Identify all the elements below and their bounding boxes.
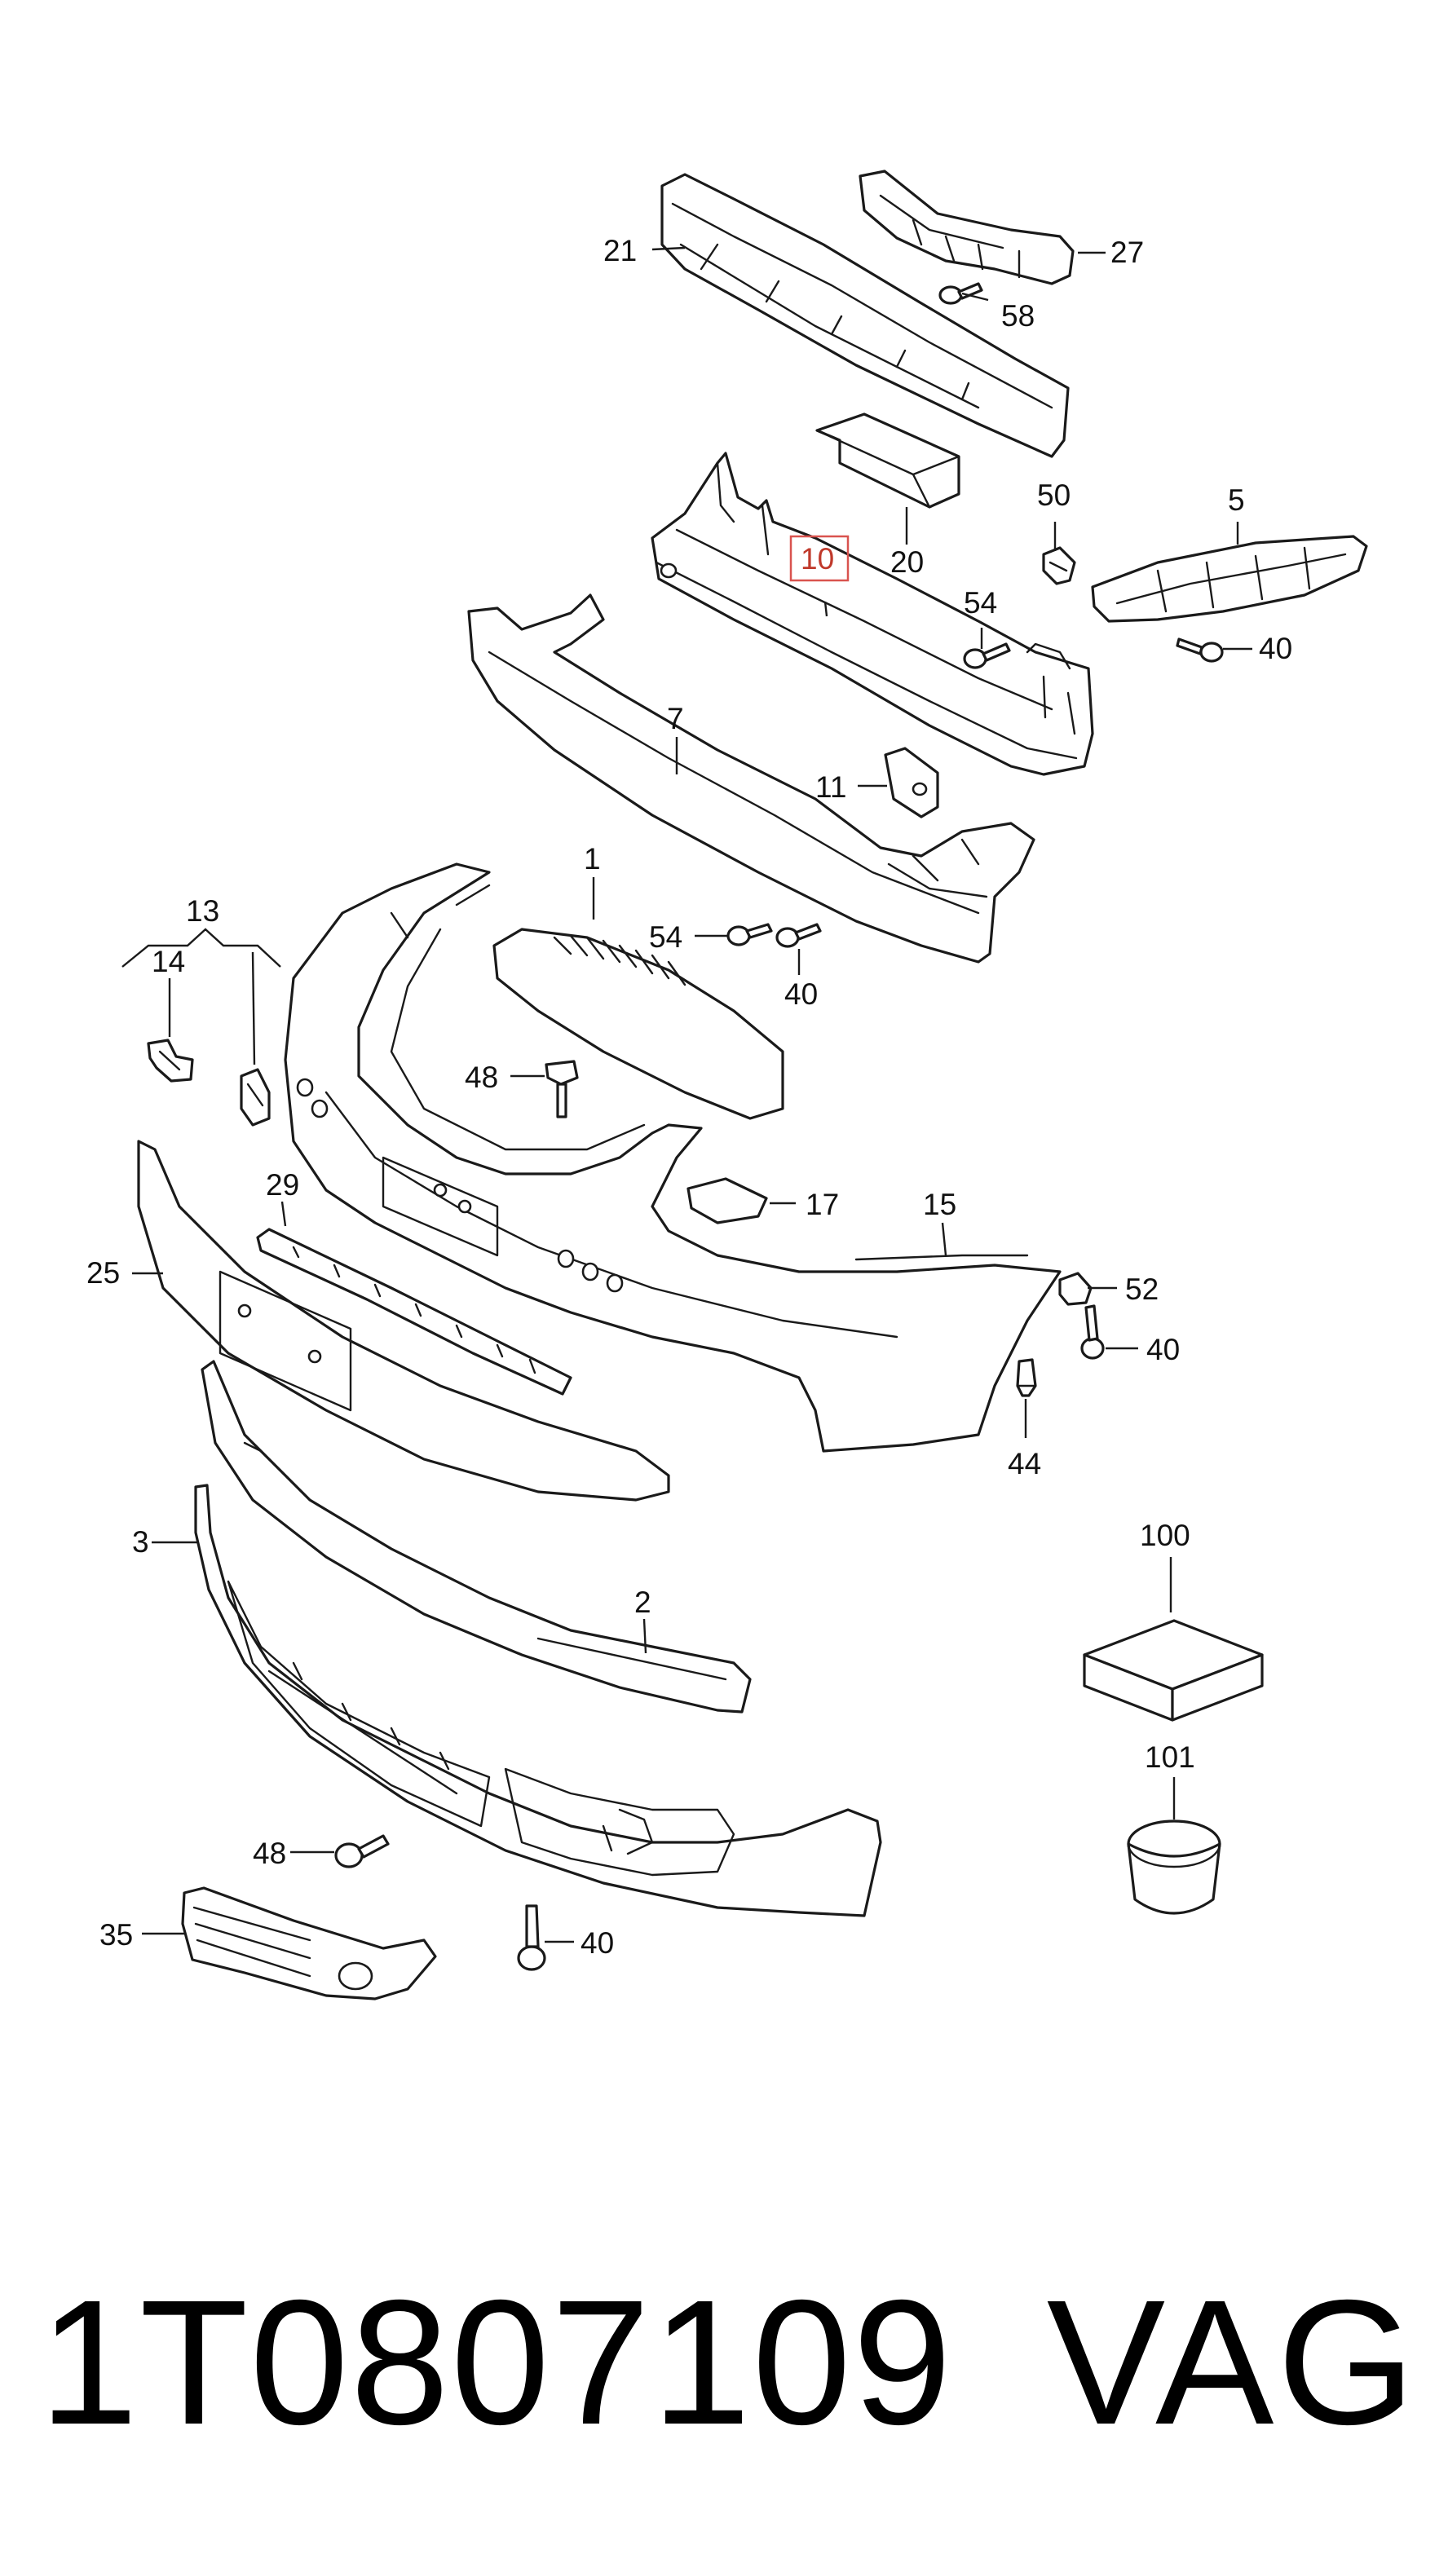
part-20-block [815, 412, 960, 509]
callout-50: 50 [1037, 479, 1071, 512]
callout-44: 44 [1008, 1447, 1041, 1480]
callout-11: 11 [815, 770, 846, 804]
part-3-lower-section [194, 1484, 882, 1917]
part-58-screw [938, 282, 983, 305]
callout-52: 52 [1125, 1273, 1159, 1306]
callout-3: 3 [132, 1525, 149, 1559]
part-29-strip [256, 1228, 572, 1396]
callout-54-right: 54 [964, 586, 997, 620]
parts-exploded-diagram: 21 27 58 20 50 5 40 54 10 7 11 1 54 40 1… [86, 170, 1368, 2000]
callout-20: 20 [890, 545, 924, 579]
part-50-clip [1042, 546, 1076, 585]
part-35-fog-grille [181, 1886, 437, 2000]
part-40-screw-right [1080, 1304, 1105, 1360]
part-40-screw-lower [517, 1904, 546, 1971]
callouts: 21 27 58 20 50 5 40 54 10 7 11 1 54 40 1… [86, 234, 1292, 1960]
part-number: 1T0807109 [39, 2264, 954, 2462]
part-11-clip [884, 747, 939, 818]
part-7-crossmember [467, 593, 1035, 964]
part-2-spoiler-trim [201, 1360, 752, 1714]
callout-48-lower: 48 [253, 1837, 286, 1870]
part-40-screw [1176, 637, 1224, 663]
part-54-screw-lower [726, 923, 773, 946]
callout-15: 15 [923, 1188, 956, 1221]
leader-lines [121, 246, 1252, 1943]
callout-40-center: 40 [784, 977, 818, 1011]
part-14-bracket [147, 1039, 194, 1083]
part-25-lower-trim [137, 1140, 670, 1502]
part-48-screw-lower [334, 1834, 390, 1868]
callout-2: 2 [634, 1586, 651, 1619]
part-44-clip [1016, 1358, 1037, 1397]
part-21-upper-absorber [660, 173, 1070, 458]
callout-5: 5 [1228, 483, 1245, 517]
callout-40-bottom: 40 [581, 1926, 614, 1960]
callout-40-lower-right: 40 [1146, 1333, 1180, 1366]
callout-7: 7 [667, 702, 684, 735]
callout-17: 17 [806, 1188, 839, 1221]
part-10-bumper-carrier [651, 452, 1094, 776]
part-5-side-guide [1091, 535, 1368, 623]
callout-1: 1 [584, 842, 601, 876]
callout-25: 25 [86, 1256, 120, 1290]
part-52-clip [1058, 1272, 1093, 1306]
part-27-right-bracket [859, 170, 1075, 285]
part-17-cap [686, 1177, 768, 1224]
part-48-screw-upper [545, 1060, 579, 1118]
part-13-bracket [240, 1068, 271, 1127]
callout-13: 13 [186, 894, 219, 928]
part-100-package [1083, 1619, 1264, 1722]
callout-58: 58 [1001, 299, 1035, 333]
part-54-screw [963, 642, 1011, 669]
brand-label: VAG [1046, 2264, 1419, 2462]
part-15-bumper-cover [284, 862, 1062, 1453]
callout-21: 21 [603, 234, 637, 267]
callout-54-left: 54 [649, 920, 682, 954]
part-40-screw-center [775, 923, 822, 948]
callout-14: 14 [152, 945, 185, 978]
callout-10: 10 [801, 542, 834, 576]
callout-48-upper: 48 [465, 1061, 498, 1094]
callout-35: 35 [99, 1918, 133, 1952]
callout-101: 101 [1145, 1740, 1195, 1774]
callout-40-right: 40 [1259, 632, 1292, 665]
highlight-box-10 [789, 535, 850, 582]
callout-29: 29 [266, 1168, 299, 1202]
part-101-cap [1127, 1820, 1221, 1915]
part-1-grille-insert [492, 928, 784, 1120]
callout-100: 100 [1140, 1519, 1190, 1552]
callout-27: 27 [1110, 236, 1144, 269]
